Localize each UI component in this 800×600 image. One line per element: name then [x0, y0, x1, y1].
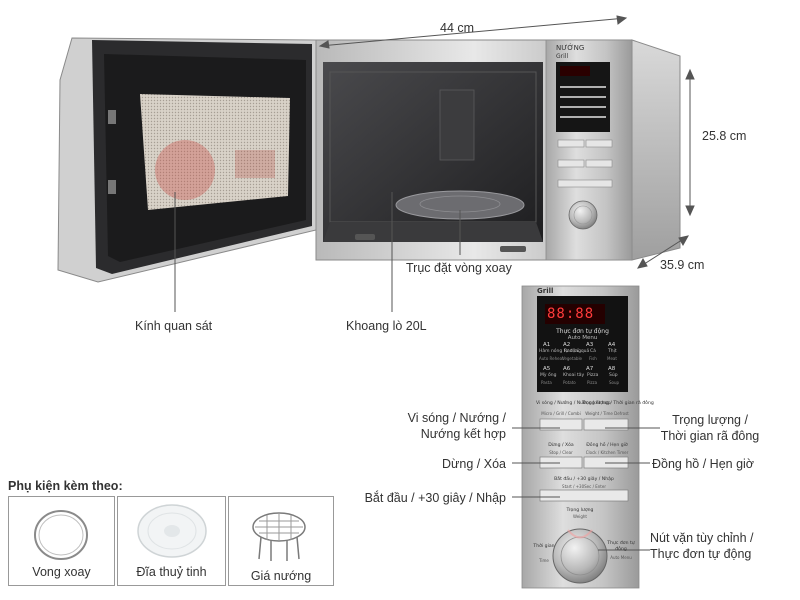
viewing-window: [140, 94, 290, 210]
code-name-a6: Khoai tây: [563, 373, 585, 378]
code-name-a7: Pizza: [587, 373, 599, 378]
turntable-shaft-label: Trục đặt vòng xoay: [406, 261, 512, 275]
oven-brand-sub: Grill: [556, 53, 569, 60]
caption-knob-top-en: Weight: [573, 514, 587, 519]
caption-start: Bắt đầu / +30 giây / Nhập: [554, 477, 614, 482]
grill-rack-name: Giá nướng: [250, 569, 312, 583]
panel-leader-lines: [512, 427, 660, 551]
glass-plate-name: Đĩa thuỷ tinh: [136, 565, 207, 579]
accessory-grill-rack: Giá nướng: [228, 496, 334, 586]
caption-knob-left-en: Time: [539, 558, 549, 563]
caption-start-en: Start / +30Sec / Enter: [562, 484, 606, 489]
caption-knob-right-en: Auto Menu: [610, 555, 632, 560]
depth-dimension-label: 35.9 cm: [660, 258, 705, 272]
auto-menu-sub: Auto Menu: [567, 335, 598, 341]
code-a6: A6: [563, 366, 571, 372]
caption-clock-en: Clock / Kitchen Timer: [585, 450, 629, 455]
caption-knob-right: Thực đơn tự động: [607, 541, 635, 552]
caption-weight-en: Weight / Time Defrost: [585, 411, 629, 416]
caption-stop-en: Stop / Clear: [549, 450, 573, 455]
accessories-title: Phụ kiện kèm theo:: [8, 479, 123, 493]
caption-micro-grill: Vi sóng / Nướng / Nướng kết hợp: [536, 401, 611, 406]
code-en-a1: Auto Reheat: [539, 356, 564, 361]
micro-grill-label: Vi sóng / Nướng / Nướng kết hợp: [407, 411, 506, 441]
oven-leader-lines: [174, 192, 461, 312]
code-en-a2: Vegetable: [562, 356, 583, 361]
code-en-a7: Pizza: [587, 380, 598, 385]
code-name-a1: Hâm nóng tự động: [539, 349, 582, 354]
grill-rack-icon: [252, 512, 306, 561]
code-a5: A5: [543, 366, 551, 372]
glass-plate-icon: [137, 504, 207, 558]
code-name-a2: Rau củ quả: [564, 349, 590, 354]
code-name-a4: Thịt: [608, 349, 617, 354]
start-label: Bắt đầu / +30 giây / Nhập: [364, 491, 506, 505]
auto-menu-title: Thực đơn tự động: [556, 328, 609, 335]
caption-knob-top: Trọng lượng: [566, 508, 594, 513]
code-name-a3: Cá: [590, 349, 596, 354]
oven-knob: [568, 200, 598, 230]
code-a8: A8: [608, 366, 616, 372]
caption-clock: Đồng hồ / Hẹn giờ: [586, 443, 628, 448]
stop-clear-label: Dừng / Xóa: [442, 457, 506, 471]
code-a3: A3: [586, 342, 594, 348]
code-name-a5: Mỳ ống: [540, 373, 557, 378]
window-label: Kính quan sát: [135, 319, 213, 333]
enlarged-control-panel: [521, 285, 640, 589]
accessory-ring: Vong xoay: [8, 496, 115, 586]
height-dimension-label: 25.8 cm: [702, 129, 747, 143]
oven-door-open: [57, 37, 317, 283]
code-a7: A7: [586, 366, 594, 372]
code-name-a8: Súp: [609, 373, 618, 378]
display-digits: 88:88: [547, 306, 595, 322]
weight-defrost-label: Trọng lượng / Thời gian rã đông: [660, 413, 760, 443]
caption-weight: Trọng lượng / Thời gian rã đông: [582, 401, 654, 406]
code-a4: A4: [608, 342, 616, 348]
code-en-a6: Potato: [563, 380, 576, 385]
ring-icon: [34, 510, 88, 560]
oven-control-panel: [545, 39, 633, 261]
code-a1: A1: [543, 342, 551, 348]
knob-label: Nút vặn tùy chỉnh / Thực đơn tự động: [650, 531, 754, 561]
code-en-a5: Pasta: [541, 380, 552, 385]
code-en-a4: Meat: [607, 356, 617, 361]
ring-name: Vong xoay: [32, 565, 91, 579]
code-a2: A2: [563, 342, 571, 348]
cavity-label: Khoang lò 20L: [346, 319, 427, 333]
caption-micro-grill-en: Micro / Grill / Combi: [541, 411, 581, 416]
caption-stop: Dừng / Xóa: [548, 443, 574, 448]
code-en-a3: Fish: [589, 356, 597, 361]
code-en-a8: Soup: [609, 380, 620, 385]
clock-timer-label: Đồng hồ / Hẹn giờ: [652, 457, 755, 471]
oven-brand: NƯỚNG: [556, 44, 585, 52]
dimension-arrows: [318, 15, 695, 269]
width-dimension-label: 44 cm: [440, 21, 475, 35]
caption-knob-left: Thời gian: [533, 544, 555, 549]
accessory-glass-plate: Đĩa thuỷ tinh: [117, 496, 226, 586]
panel-top-fragment: Grill: [537, 287, 554, 295]
